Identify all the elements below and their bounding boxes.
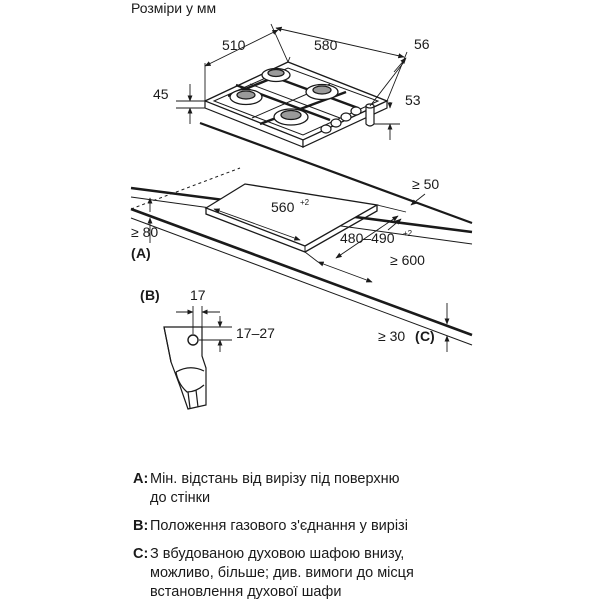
- dim-cut-width-tolerance: +2: [300, 198, 310, 207]
- gas-connection-point: [187, 334, 199, 346]
- legend-key: B:: [133, 518, 149, 534]
- marker-b: B: [145, 287, 155, 303]
- marker-b-close: ): [155, 287, 160, 303]
- dim-min-600: ≥ 600: [390, 252, 425, 268]
- dim-min-50: ≥ 50: [412, 176, 439, 192]
- legend-key: C:: [133, 546, 149, 562]
- dim-17-27: 17–27: [236, 325, 275, 341]
- dim-min-80: ≥ 80: [131, 224, 158, 240]
- knob-3: [340, 112, 352, 122]
- dim-510: 510: [222, 37, 246, 53]
- page-title: Розміри у мм: [131, 0, 216, 16]
- gas-pipe: [365, 103, 375, 127]
- legend-text: Мін. відстань від вирізу під поверхню: [150, 471, 400, 487]
- knob-2: [330, 118, 342, 128]
- dim-min-30: ≥ 30: [378, 328, 405, 344]
- dim-56: 56: [414, 36, 430, 52]
- marker-a: A: [136, 245, 146, 261]
- legend-text: З вбудованою духовою шафою внизу,: [150, 546, 405, 562]
- marker-c-open: (: [415, 328, 420, 344]
- dim-45: 45: [153, 86, 169, 102]
- marker-c-close: ): [430, 328, 435, 344]
- dim-cut-depth: 480–490: [340, 230, 395, 246]
- marker-a-close: ): [146, 245, 151, 261]
- dim-53: 53: [405, 92, 421, 108]
- marker-b-open: (: [140, 287, 145, 303]
- dim-580: 580: [314, 37, 338, 53]
- burner-right: [305, 83, 339, 101]
- marker-c: C: [420, 328, 430, 344]
- trivet-outline: [212, 67, 380, 136]
- legend-item-a: A: Мін. відстань від вирізу під поверхню…: [133, 470, 400, 508]
- legend-item-c: C: З вбудованою духовою шафою внизу, мож…: [133, 545, 414, 602]
- burner-left: [229, 88, 263, 106]
- legend-item-b: B: Положення газового з'єднання у вирізі: [133, 517, 408, 536]
- detail-b: [163, 326, 207, 410]
- burner-front: [273, 108, 309, 126]
- legend-text: встановлення духової шафи: [150, 584, 342, 600]
- knob-4: [350, 106, 362, 116]
- legend-text: можливо, більше; див. вимоги до місця: [150, 565, 414, 581]
- dim-cut-depth-tolerance: +2: [403, 229, 413, 238]
- legend-text: до стінки: [150, 490, 211, 506]
- legend-text: Положення газового з'єднання у вирізі: [150, 518, 408, 534]
- marker-a-open: (: [131, 245, 136, 261]
- burner-rear-left: [261, 67, 291, 83]
- knob-1: [320, 124, 332, 134]
- dim-17: 17: [190, 287, 206, 303]
- dim-cut-width: 560: [271, 199, 295, 215]
- control-knobs: [320, 106, 362, 134]
- legend-key: A:: [133, 471, 149, 487]
